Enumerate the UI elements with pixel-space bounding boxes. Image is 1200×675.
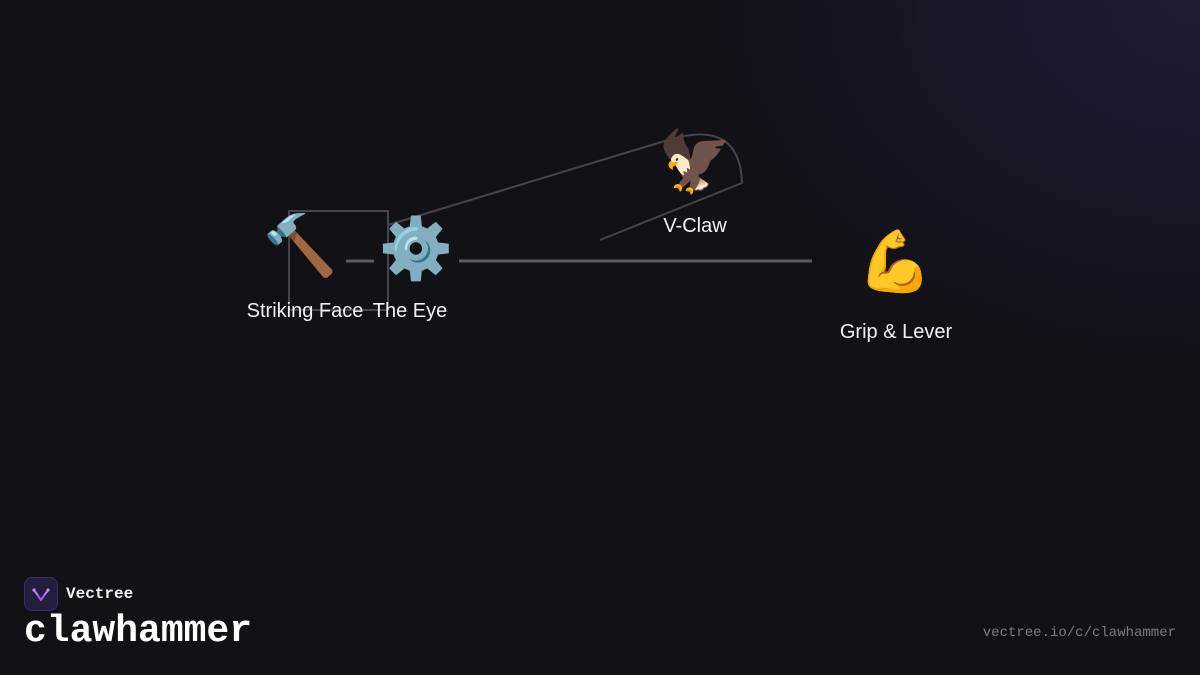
vectree-logo-icon (24, 577, 58, 611)
node-label-grip-lever: Grip & Lever (839, 321, 953, 343)
gear-icon: ⚙️ (378, 214, 454, 284)
hammer-icon: 🔨 (262, 211, 338, 281)
hammer-claw-outline (387, 133, 744, 241)
node-label-the-eye: The Eye (372, 300, 448, 322)
source-url[interactable]: vectree.io/c/clawhammer (982, 625, 1176, 641)
hammer-head-outline (288, 210, 389, 311)
flexed-biceps-icon: 💪 (857, 227, 933, 297)
node-label-v-claw: V-Claw (663, 215, 727, 237)
page-title: clawhammer (24, 610, 253, 653)
brand-name: Vectree (66, 585, 134, 603)
node-label-striking-face: Striking Face (246, 300, 364, 322)
eagle-icon: 🦅 (657, 127, 733, 197)
